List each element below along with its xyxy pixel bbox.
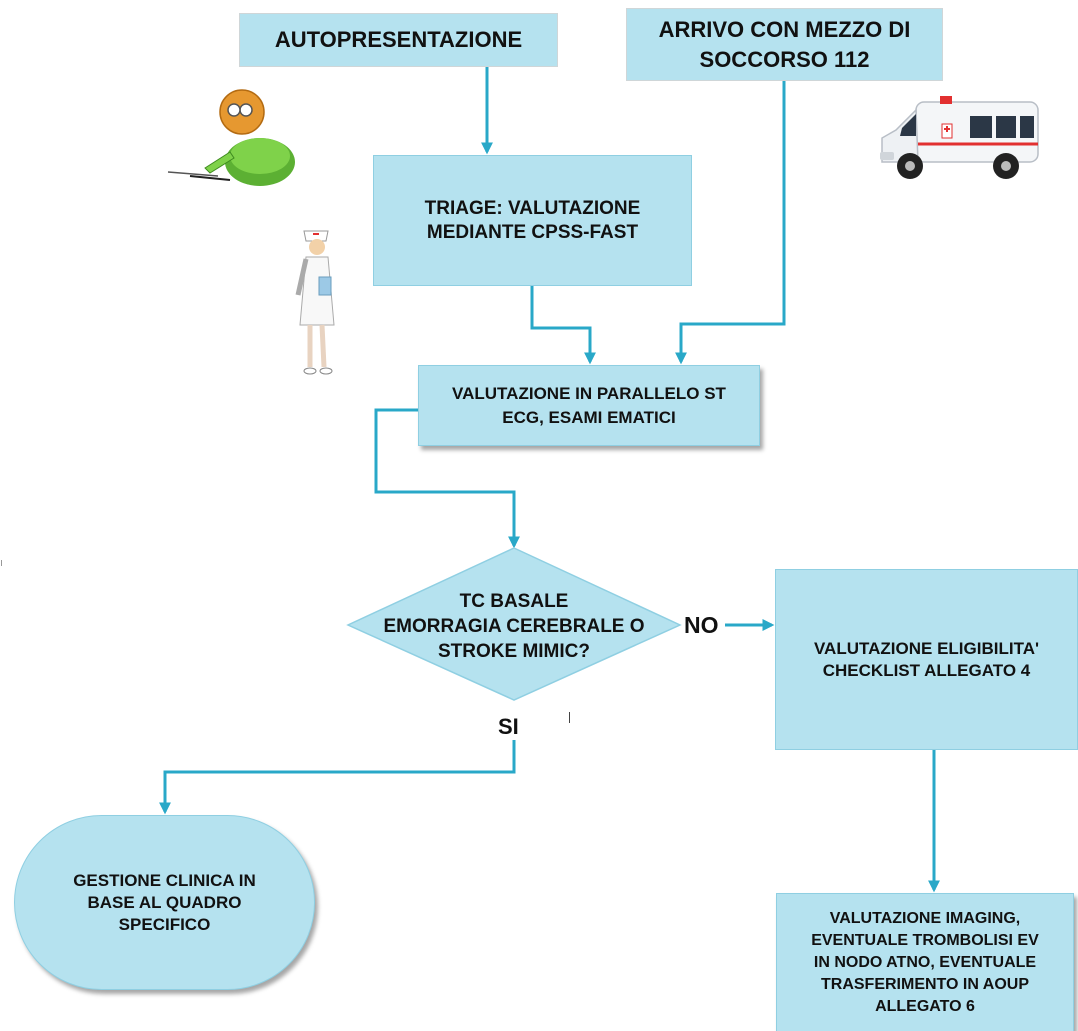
eligibilita-box: VALUTAZIONE ELIGIBILITA' CHECKLIST ALLEG… [775, 569, 1078, 750]
triage-box: TRIAGE: VALUTAZIONE MEDIANTE CPSS-FAST [373, 155, 692, 286]
autopresentazione-box: AUTOPRESENTAZIONE [239, 13, 558, 67]
decision-text-box: TC BASALE EMORRAGIA CEREBRALE O STROKE M… [348, 580, 680, 672]
stray-mark-left [1, 560, 2, 566]
valutazione-parallelo-box: VALUTAZIONE IN PARALLELO ST ECG, ESAMI E… [418, 365, 760, 446]
decision-label: TC BASALE EMORRAGIA CEREBRALE O STROKE M… [383, 590, 645, 662]
stray-mark [569, 712, 570, 723]
autopresentazione-label: AUTOPRESENTAZIONE [274, 27, 523, 52]
edge-label-si: SI [498, 714, 519, 739]
arrow-decision-to-gestione [159, 740, 516, 815]
arrow-valutazione-to-decision [374, 408, 520, 549]
imaging-box: VALUTAZIONE IMAGING, EVENTUALE TROMBOLIS… [776, 893, 1074, 1031]
decision-diamond [346, 547, 682, 701]
edge-label-no: NO [684, 612, 719, 638]
triage-label: TRIAGE: VALUTAZIONE MEDIANTE CPSS-FAST [424, 197, 641, 243]
ambulance-icon [880, 96, 1039, 179]
gestione-label: GESTIONE CLINICA IN BASE AL QUADRO SPECI… [73, 870, 256, 934]
arrivo-box: ARRIVO CON MEZZO DI SOCCORSO 112 [626, 8, 943, 81]
arrow-arrivo-to-valutazione [675, 81, 786, 365]
arrow-triage-to-valutazione [530, 286, 596, 365]
eligibilita-label: VALUTAZIONE ELIGIBILITA' CHECKLIST ALLEG… [813, 638, 1040, 680]
imaging-label: VALUTAZIONE IMAGING, EVENTUALE TROMBOLIS… [811, 909, 1039, 1015]
valutazione-parallelo-label: VALUTAZIONE IN PARALLELO ST ECG, ESAMI E… [452, 383, 726, 427]
arrivo-label: ARRIVO CON MEZZO DI SOCCORSO 112 [658, 16, 911, 72]
patient-writing-icon [167, 89, 295, 186]
nurse-icon [295, 230, 335, 375]
gestione-box: GESTIONE CLINICA IN BASE AL QUADRO SPECI… [14, 815, 315, 990]
